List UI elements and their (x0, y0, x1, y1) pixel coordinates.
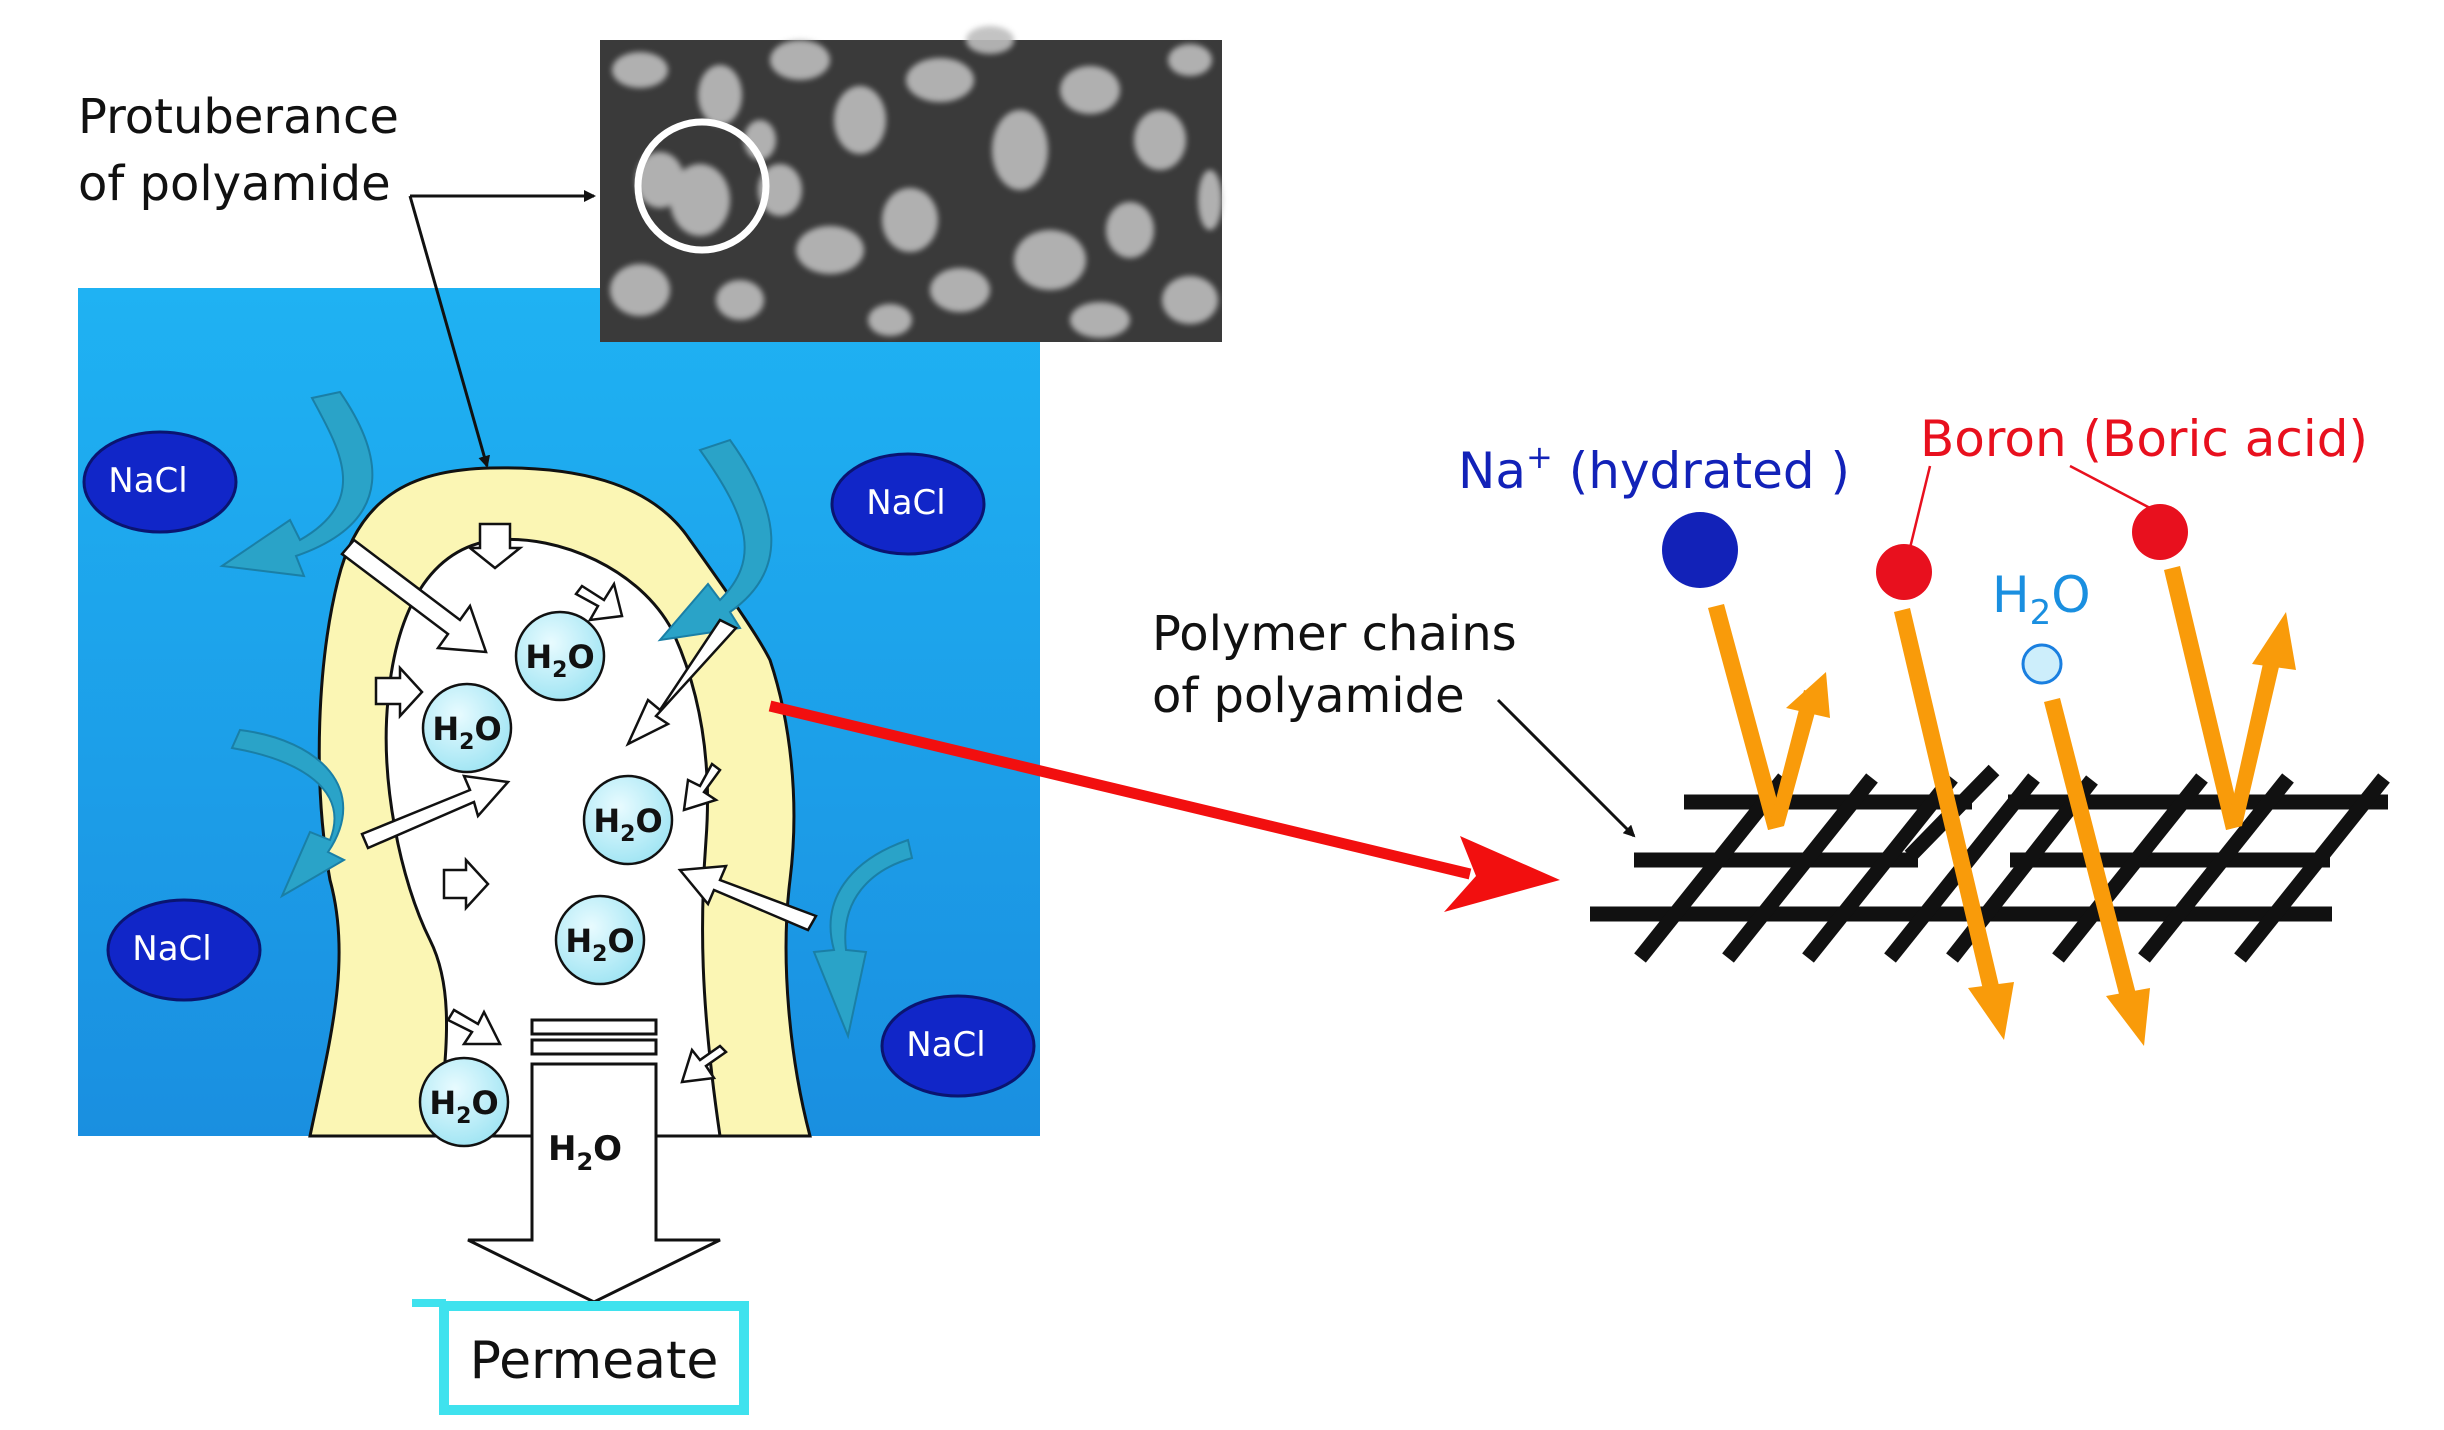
red-zoom-arrow (768, 700, 1560, 912)
svg-text:NaCl: NaCl (906, 1025, 985, 1065)
protuberance-leader-lines (408, 190, 596, 468)
h2o-molecule: H2O (418, 1056, 510, 1148)
svg-text:NaCl: NaCl (132, 929, 211, 969)
h2o-molecule: H2O (514, 610, 606, 702)
protuberance-label-line2: of polyamide (78, 156, 391, 212)
arrow-icon (442, 856, 490, 912)
polymer-label-line1: Polymer chains (1152, 606, 1517, 662)
arrow-icon (2044, 698, 2136, 998)
permeate-outflow: H2O (467, 1018, 721, 1304)
boron-dot-1 (1876, 544, 1932, 600)
water-flow-arrows (340, 522, 818, 1084)
rejection-flow-arrows (219, 390, 914, 1040)
arrow-icon (2226, 650, 2282, 830)
arrow-icon (1894, 608, 2000, 994)
h2o-molecule: H2O (582, 774, 674, 866)
h2o-molecule: H2O (554, 894, 646, 986)
arrow-icon (1968, 982, 2014, 1040)
arrow-icon (680, 1044, 728, 1084)
boron-leader-lines (1908, 464, 2151, 549)
sodium-label: Na+ (hydrated ) (1458, 438, 1850, 500)
arrow-icon (1768, 690, 1820, 830)
arrow-icon (812, 838, 914, 1040)
arrow-icon (446, 1008, 503, 1046)
arrow-icon (230, 728, 347, 899)
arrow-icon (677, 864, 818, 932)
nacl-ion: NaCl (880, 994, 1036, 1098)
arrow-icon (374, 664, 424, 720)
polymer-label-line2: of polyamide (1152, 668, 1465, 724)
water-label: H2O (1992, 566, 2091, 633)
arrow-icon (2106, 988, 2150, 1046)
arrow-icon (1708, 604, 1784, 830)
arrow-icon (340, 538, 488, 654)
arrow-icon (574, 580, 624, 622)
sem-micrograph-image (600, 26, 1222, 342)
arrow-icon (219, 390, 374, 578)
arrow-icon (682, 762, 722, 812)
boron-label: Boron (Boric acid) (1920, 410, 2368, 468)
permeate-arrow-icon (467, 1062, 721, 1304)
permeate-box (439, 1301, 749, 1415)
arrow-icon (360, 774, 511, 850)
nacl-ions: NaCl NaCl NaCl NaCl (82, 430, 1036, 1098)
arrow-icon (657, 438, 773, 642)
permeate-label: Permeate (470, 1331, 719, 1391)
protuberance-label-line1: Protuberance (78, 89, 399, 145)
orange-transport-arrows (1708, 566, 2296, 1046)
svg-text:NaCl: NaCl (108, 461, 187, 501)
water-dot (2021, 643, 2063, 685)
polymer-chain-mesh (1590, 764, 2390, 963)
arrow-icon (625, 618, 739, 747)
nacl-ion: NaCl (82, 430, 238, 534)
arrow-icon (2164, 566, 2242, 830)
h2o-molecule: H2O (421, 682, 513, 774)
polymer-leader-line (1496, 698, 1636, 838)
arrow-icon (2252, 612, 2296, 670)
arrow-icon (1786, 672, 1830, 718)
boron-dot-2 (2132, 504, 2188, 560)
nacl-ion: NaCl (106, 898, 262, 1002)
svg-text:H2O: H2O (432, 710, 501, 755)
h2o-molecules: H2O H2O H2O H2O H2O (418, 610, 674, 1148)
nacl-ion: NaCl (830, 452, 986, 556)
arrow-icon (466, 522, 524, 570)
svg-text:NaCl: NaCl (866, 483, 945, 523)
sodium-ion-dot (1662, 512, 1738, 588)
